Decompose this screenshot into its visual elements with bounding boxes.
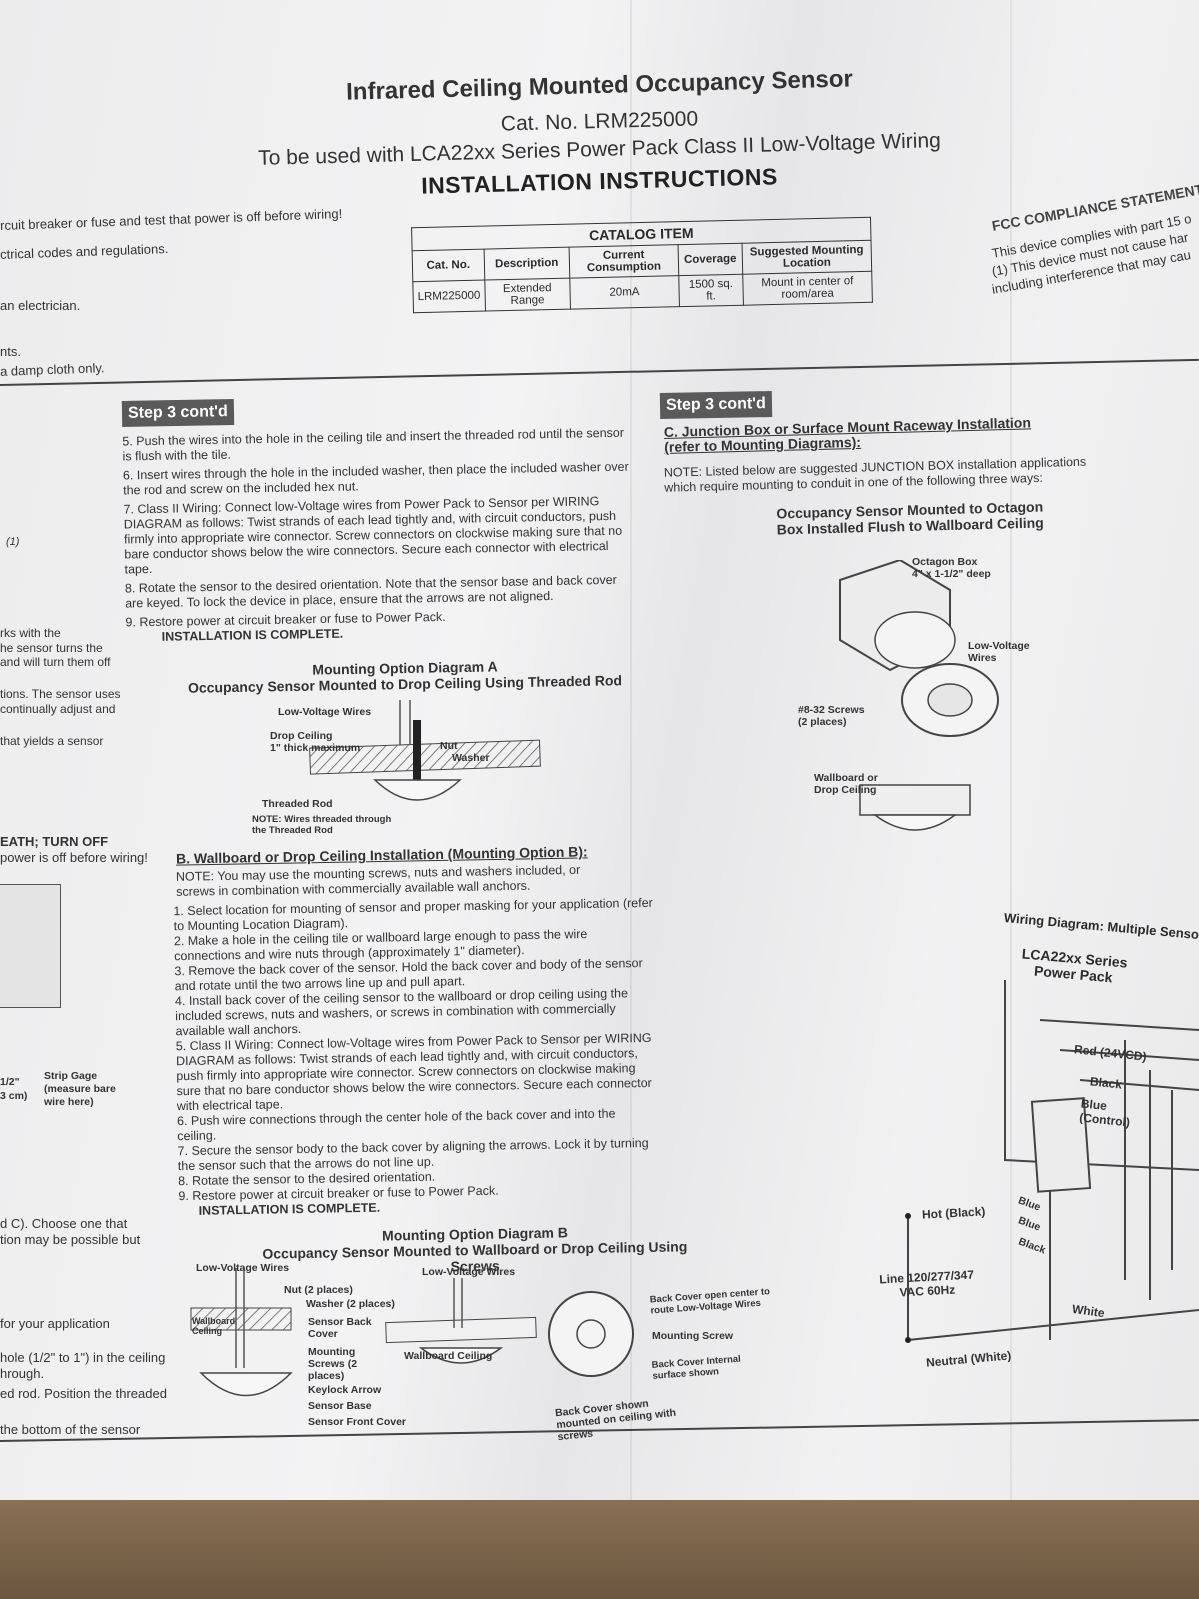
left-fragment: (1) [6,536,20,548]
left-fragment: an electrician. [0,298,81,313]
step-item: 6. Insert wires through the hole in the … [122,459,629,498]
left-fragment: the bottom of the sensor [0,1422,141,1437]
table-header: Current Consumption [568,244,679,279]
left-fragment: continually adjust and [0,702,116,716]
diagram-label: Wallboard Ceiling [192,1316,236,1336]
diagram-label: Sensor Base [308,1400,372,1412]
strip-gage-label: Strip Gage [44,1070,98,1082]
diagram-label: Nut (2 places) [284,1284,353,1296]
left-fragment: 3 cm) [0,1090,28,1102]
diagram-label: Wallboard Ceiling [404,1350,493,1362]
table-cell: Extended Range [484,278,571,312]
table-cell: 20mA [569,275,680,310]
left-fragment: 1/2" [0,1076,20,1088]
step3-right-badge: Step 3 cont'd [659,391,773,419]
line-label: Line 120/277/347 VAC 60Hz [878,1267,975,1300]
left-fragment: rks with the [0,626,61,640]
left-fragment: hrough. [0,1366,45,1381]
left-fragment: nts. [0,344,21,359]
diagram-label: Sensor Front Cover [308,1416,407,1428]
diagram-label: Low-Voltage Wires [196,1262,290,1274]
section-b-list: 1. Select location for mounting of senso… [173,896,658,1219]
diagram-label: 1" thick maximum [270,742,361,754]
table-cell: LRM225000 [412,280,486,313]
instruction-sheet [0,0,1199,1540]
step-item: 8. Rotate the sensor to the desired orie… [124,572,617,611]
diagram-label: Drop Ceiling [270,730,333,742]
wiring-diagram-illustration [905,980,1199,1343]
step3-left-list: 5. Push the wires into the hole in the c… [122,426,636,646]
step3-badge: Step 3 cont'd [121,399,235,427]
page-fold [1010,0,1012,1500]
catalog-table: CATALOG ITEM Cat. No. Description Curren… [411,216,873,313]
diagram-label: Washer [452,752,490,764]
diagram-label: Keylock Arrow [308,1384,382,1396]
left-fragment: EATH; TURN OFF [0,834,109,849]
wood-background [0,1500,1199,1599]
strip-gage-label: wire here) [44,1096,94,1108]
left-fragment: he sensor turns the [0,641,103,655]
octagon-box-illustration [839,560,999,831]
strip-gage-label: (measure bare [44,1083,116,1095]
diagram-a-illustration [309,700,541,801]
diagram-label: Threaded Rod [262,798,333,810]
warning-illustration [0,884,61,1008]
table-header: Suggested Mounting Location [741,240,872,275]
diagram-label: Mounting Screw [652,1330,734,1342]
diagram-label: Wallboard or [814,772,878,784]
diagram-label: Mounting Screws (2 places) [308,1346,358,1382]
diagram-label: Nut [440,740,458,752]
diagram-label: (2 places) [798,716,847,728]
table-header: Cat. No. [412,249,485,282]
table-header: Description [483,247,570,281]
diagram-label: #8-32 Screws [798,704,865,716]
diagram-label: Washer (2 places) [306,1298,395,1310]
diagram-label: 4" x 1-1/2" deep [912,568,991,580]
left-fragment: power is off before wiring! [0,850,148,865]
diagram-label: Sensor Back Cover [308,1316,372,1340]
left-fragment: tions. The sensor uses [0,687,121,701]
table-header: Coverage [677,243,743,276]
diagram-label: Octagon Box [912,556,978,568]
step-item: 5. Class II Wiring: Connect low-Voltage … [175,1030,652,1114]
table-cell: 1500 sq. ft. [678,274,744,307]
diagram-label: NOTE: Wires threaded through the Threade… [252,814,392,836]
diagram-label: Low-Voltage Wires [422,1266,516,1278]
step-item: 7. Class II Wiring: Connect low-Voltage … [123,494,623,577]
left-fragment: hole (1/2" to 1") in the ceiling [0,1350,166,1365]
left-fragment: tion may be possible but [0,1232,141,1247]
left-fragment: d C). Choose one that [0,1216,128,1231]
left-fragment: ed rod. Position the threaded [0,1386,167,1401]
diagram-label: Low-Voltage Wires [968,640,1030,664]
page-fold [630,0,632,1500]
left-fragment: and will turn them off [0,655,111,669]
left-fragment: for your application [0,1316,110,1331]
diagram-label: Drop Ceiling [814,784,877,796]
left-fragment: that yields a sensor [0,734,104,748]
diagram-b-illustration [190,1268,634,1397]
diagram-label: Low-Voltage Wires [278,706,372,718]
table-cell: Mount in center of room/area [742,271,873,306]
